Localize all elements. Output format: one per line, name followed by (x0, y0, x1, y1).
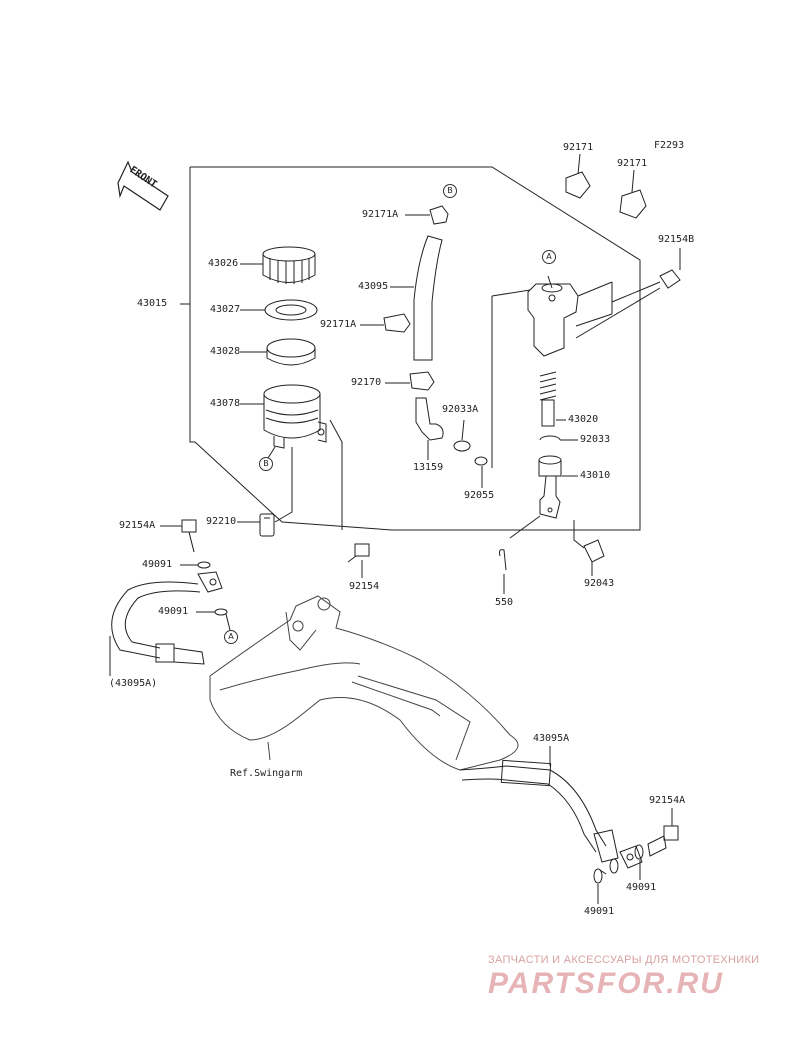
clamp-92171a-top (405, 205, 449, 225)
label-92210: 92210 (206, 516, 237, 527)
callout-b-top: B (443, 184, 457, 198)
label-49091-upper-1: 49091 (142, 559, 173, 570)
label-92033: 92033 (580, 434, 611, 445)
callout-a-top: A (542, 250, 556, 264)
diaphragm-plate (240, 299, 318, 321)
label-92171-a: 92171 (563, 142, 594, 153)
label-92154a-upper: 92154A (119, 520, 156, 531)
washer-lower-3 (634, 844, 644, 880)
cotter-pin (499, 549, 507, 594)
assembly-boundary (180, 166, 641, 531)
label-49091-lower-2: 49091 (584, 906, 615, 917)
label-43095a: 43095A (533, 733, 570, 744)
label-92154: 92154 (349, 581, 380, 592)
reservoir-tank (240, 384, 327, 459)
clamp-92171-a (565, 153, 591, 199)
label-92043: 92043 (584, 578, 615, 589)
label-92055: 92055 (464, 490, 495, 501)
label-43020: 43020 (568, 414, 599, 425)
bolt-92154 (329, 419, 370, 578)
label-43078: 43078 (210, 398, 241, 409)
label-43015: 43015 (137, 298, 168, 309)
washer-lower-2 (593, 868, 603, 904)
label-43010: 43010 (580, 470, 611, 481)
diaphragm (240, 338, 316, 366)
hose-fitting (415, 397, 444, 460)
watermark-tagline: ЗАПЧАСТИ И АКСЕССУАРЫ ДЛЯ МОТОТЕХНИКИ (488, 954, 760, 966)
spring (539, 371, 566, 427)
label-13159: 13159 (413, 462, 444, 473)
label-92170: 92170 (351, 377, 382, 388)
reservoir-hose (390, 235, 443, 361)
swingarm-reference (209, 595, 519, 771)
oring-92033a (453, 419, 471, 452)
watermark-logo: PARTSFOR.RU (488, 967, 724, 1000)
label-92171-b: 92171 (617, 158, 648, 169)
label-92033a: 92033A (442, 404, 479, 415)
diagram-code: F2293 (654, 140, 685, 151)
clamp-92171-b (619, 169, 647, 219)
label-550: 550 (495, 597, 514, 608)
reservoir-cap (240, 246, 316, 284)
clamp-92170 (385, 371, 435, 391)
clamp-92171a-mid (360, 313, 411, 333)
washer-upper-1 (180, 561, 211, 569)
banjo-lower (619, 845, 643, 869)
push-rod-piston (509, 455, 578, 539)
circlip (539, 435, 578, 441)
front-arrow-icon (117, 160, 169, 211)
brake-hose-lower (459, 746, 619, 863)
label-49091-upper-2: 49091 (158, 606, 189, 617)
banjo-bolt-lower (647, 808, 679, 857)
master-cylinder-body (527, 275, 613, 357)
callout-a-bottom: A (224, 630, 238, 644)
banjo-upper (197, 571, 223, 593)
label-43095: 43095 (358, 281, 389, 292)
label-43026: 43026 (208, 258, 239, 269)
callout-b-bottom: B (259, 457, 273, 471)
banjo-bolt-upper (160, 519, 197, 553)
label-43095a-ref: (43095A) (109, 678, 158, 689)
brake-hose-upper (109, 581, 205, 676)
label-92171a-mid: 92171A (320, 319, 357, 330)
label-43027: 43027 (210, 304, 241, 315)
label-43028: 43028 (210, 346, 241, 357)
label-92154a-lower: 92154A (649, 795, 686, 806)
nut-92043 (573, 520, 605, 576)
label-92154b: 92154B (658, 234, 695, 245)
oring-92055 (474, 289, 531, 488)
label-92171a-top: 92171A (362, 209, 399, 220)
label-49091-lower-1: 49091 (626, 882, 657, 893)
washer-upper-2 (196, 608, 231, 631)
bolt-92154b (575, 248, 681, 339)
label-ref-swingarm: Ref.Swingarm (230, 768, 303, 779)
clip (237, 447, 293, 537)
washer-lower-1 (599, 858, 619, 875)
